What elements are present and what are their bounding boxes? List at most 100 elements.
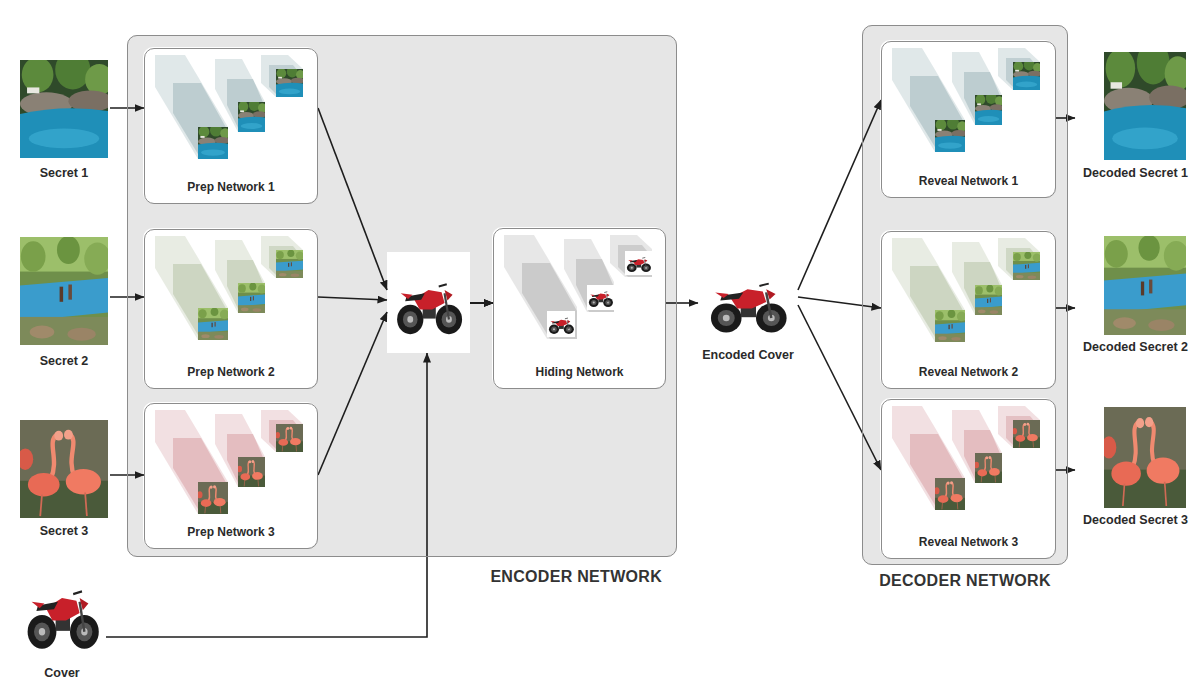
box-label: Reveal Network 1 bbox=[919, 175, 1018, 189]
box-label: Reveal Network 3 bbox=[919, 536, 1018, 550]
reveal-layers bbox=[892, 48, 1042, 152]
box-label: Hiding Network bbox=[535, 366, 623, 380]
secret-image bbox=[20, 50, 113, 158]
secret-image bbox=[20, 236, 111, 345]
connector-line bbox=[106, 353, 427, 637]
connector-arrow bbox=[798, 305, 881, 470]
connector-arrow bbox=[318, 303, 493, 475]
thumbnail bbox=[974, 453, 1002, 483]
panel-title: ENCODER NETWORK bbox=[490, 568, 662, 586]
thumbnail bbox=[975, 285, 1003, 315]
reveal-layers bbox=[892, 238, 1041, 342]
decoded-image bbox=[1104, 235, 1188, 335]
network-box: Hiding Network bbox=[493, 228, 666, 389]
thumbnail bbox=[238, 99, 267, 132]
box-fill bbox=[492, 227, 665, 388]
network-panel: ENCODER NETWORKPrep Network 1Prep Networ… bbox=[127, 35, 677, 557]
thumbnail bbox=[625, 251, 652, 275]
image-node: Decoded Secret 1 bbox=[1075, 50, 1188, 180]
thumbnail bbox=[1012, 420, 1040, 448]
connector-line bbox=[470, 302, 493, 304]
connector-arrow bbox=[106, 303, 493, 637]
image-node: Cover bbox=[18, 564, 106, 680]
box-label: Secret 1 bbox=[40, 166, 89, 180]
image-node: Decoded Secret 3 bbox=[1075, 405, 1188, 527]
box-label: Decoded Secret 3 bbox=[1083, 513, 1188, 527]
image-node: Encoded Cover bbox=[698, 258, 798, 362]
connector-line bbox=[1056, 307, 1075, 309]
connector-arrow bbox=[318, 108, 493, 303]
thumbnail bbox=[275, 424, 303, 452]
connector-line bbox=[470, 302, 493, 304]
cover-image bbox=[22, 566, 102, 660]
thumbnail bbox=[276, 66, 305, 97]
connector-arrow bbox=[1056, 308, 1075, 309]
connector-line bbox=[1056, 469, 1075, 471]
feature-smear bbox=[892, 406, 1040, 510]
box-fill bbox=[880, 398, 1055, 558]
panel-title: DECODER NETWORK bbox=[863, 572, 1067, 590]
image-node: Decoded Secret 2 bbox=[1075, 234, 1188, 354]
connector-line bbox=[798, 297, 881, 308]
box-label: Cover bbox=[44, 666, 79, 680]
encoded-image bbox=[705, 262, 790, 342]
thumbnail bbox=[198, 124, 230, 159]
connector-line bbox=[318, 108, 387, 290]
box-fill bbox=[143, 47, 317, 203]
feature-smear bbox=[504, 235, 652, 339]
network-box: Reveal Network 2 bbox=[881, 231, 1056, 389]
connector-line bbox=[798, 305, 881, 470]
box-label: Decoded Secret 1 bbox=[1083, 166, 1188, 180]
box-label: Encoded Cover bbox=[702, 348, 794, 362]
thumbnail bbox=[1013, 252, 1041, 280]
connector-line bbox=[1056, 117, 1075, 119]
thumbnail bbox=[587, 285, 614, 310]
box-label: Prep Network 2 bbox=[187, 366, 274, 380]
panel-fill bbox=[862, 25, 1068, 565]
combined-image bbox=[392, 262, 465, 344]
decoded-image bbox=[1104, 41, 1191, 160]
network-panel: DECODER NETWORKReveal Network 1Reveal Ne… bbox=[862, 25, 1068, 565]
panel-fill bbox=[127, 35, 677, 557]
thumbnail bbox=[238, 283, 266, 313]
box-label: Secret 3 bbox=[40, 524, 89, 538]
box-fill bbox=[880, 40, 1055, 197]
thumbnail bbox=[547, 311, 575, 337]
thumbnail bbox=[975, 92, 1004, 125]
secret-image bbox=[17, 420, 108, 518]
connector-arrow bbox=[318, 297, 493, 303]
connector-line bbox=[666, 302, 698, 304]
combined-frame bbox=[387, 252, 470, 353]
box-label: Decoded Secret 2 bbox=[1083, 340, 1188, 354]
box-label: Secret 2 bbox=[40, 354, 89, 368]
connector-arrow bbox=[666, 303, 698, 304]
network-box: Prep Network 2 bbox=[144, 229, 318, 389]
box-fill bbox=[880, 230, 1055, 388]
box-label: Reveal Network 2 bbox=[919, 366, 1018, 380]
network-box: Prep Network 1 bbox=[144, 48, 318, 204]
image-node: Secret 2 bbox=[18, 235, 110, 368]
thumbnail bbox=[1013, 59, 1042, 90]
connector-arrow bbox=[1056, 118, 1075, 119]
connector-arrow bbox=[1056, 470, 1075, 471]
box-label: Prep Network 1 bbox=[187, 181, 274, 195]
image-node: Secret 3 bbox=[18, 418, 110, 538]
thumbnail bbox=[198, 308, 229, 340]
network-box: Reveal Network 1 bbox=[881, 41, 1056, 198]
connector-line bbox=[318, 312, 387, 475]
reveal-layers bbox=[892, 406, 1040, 510]
feature-smear bbox=[892, 238, 1040, 342]
connector-line bbox=[318, 297, 387, 300]
thumbnail bbox=[197, 482, 228, 514]
connector-line bbox=[798, 100, 881, 290]
thumbnail bbox=[935, 310, 966, 342]
box-fill bbox=[143, 228, 317, 388]
feature-smear bbox=[155, 410, 303, 514]
connector-line bbox=[470, 302, 493, 304]
network-box: Prep Network 3 bbox=[144, 403, 318, 549]
decoded-image bbox=[1102, 407, 1186, 508]
